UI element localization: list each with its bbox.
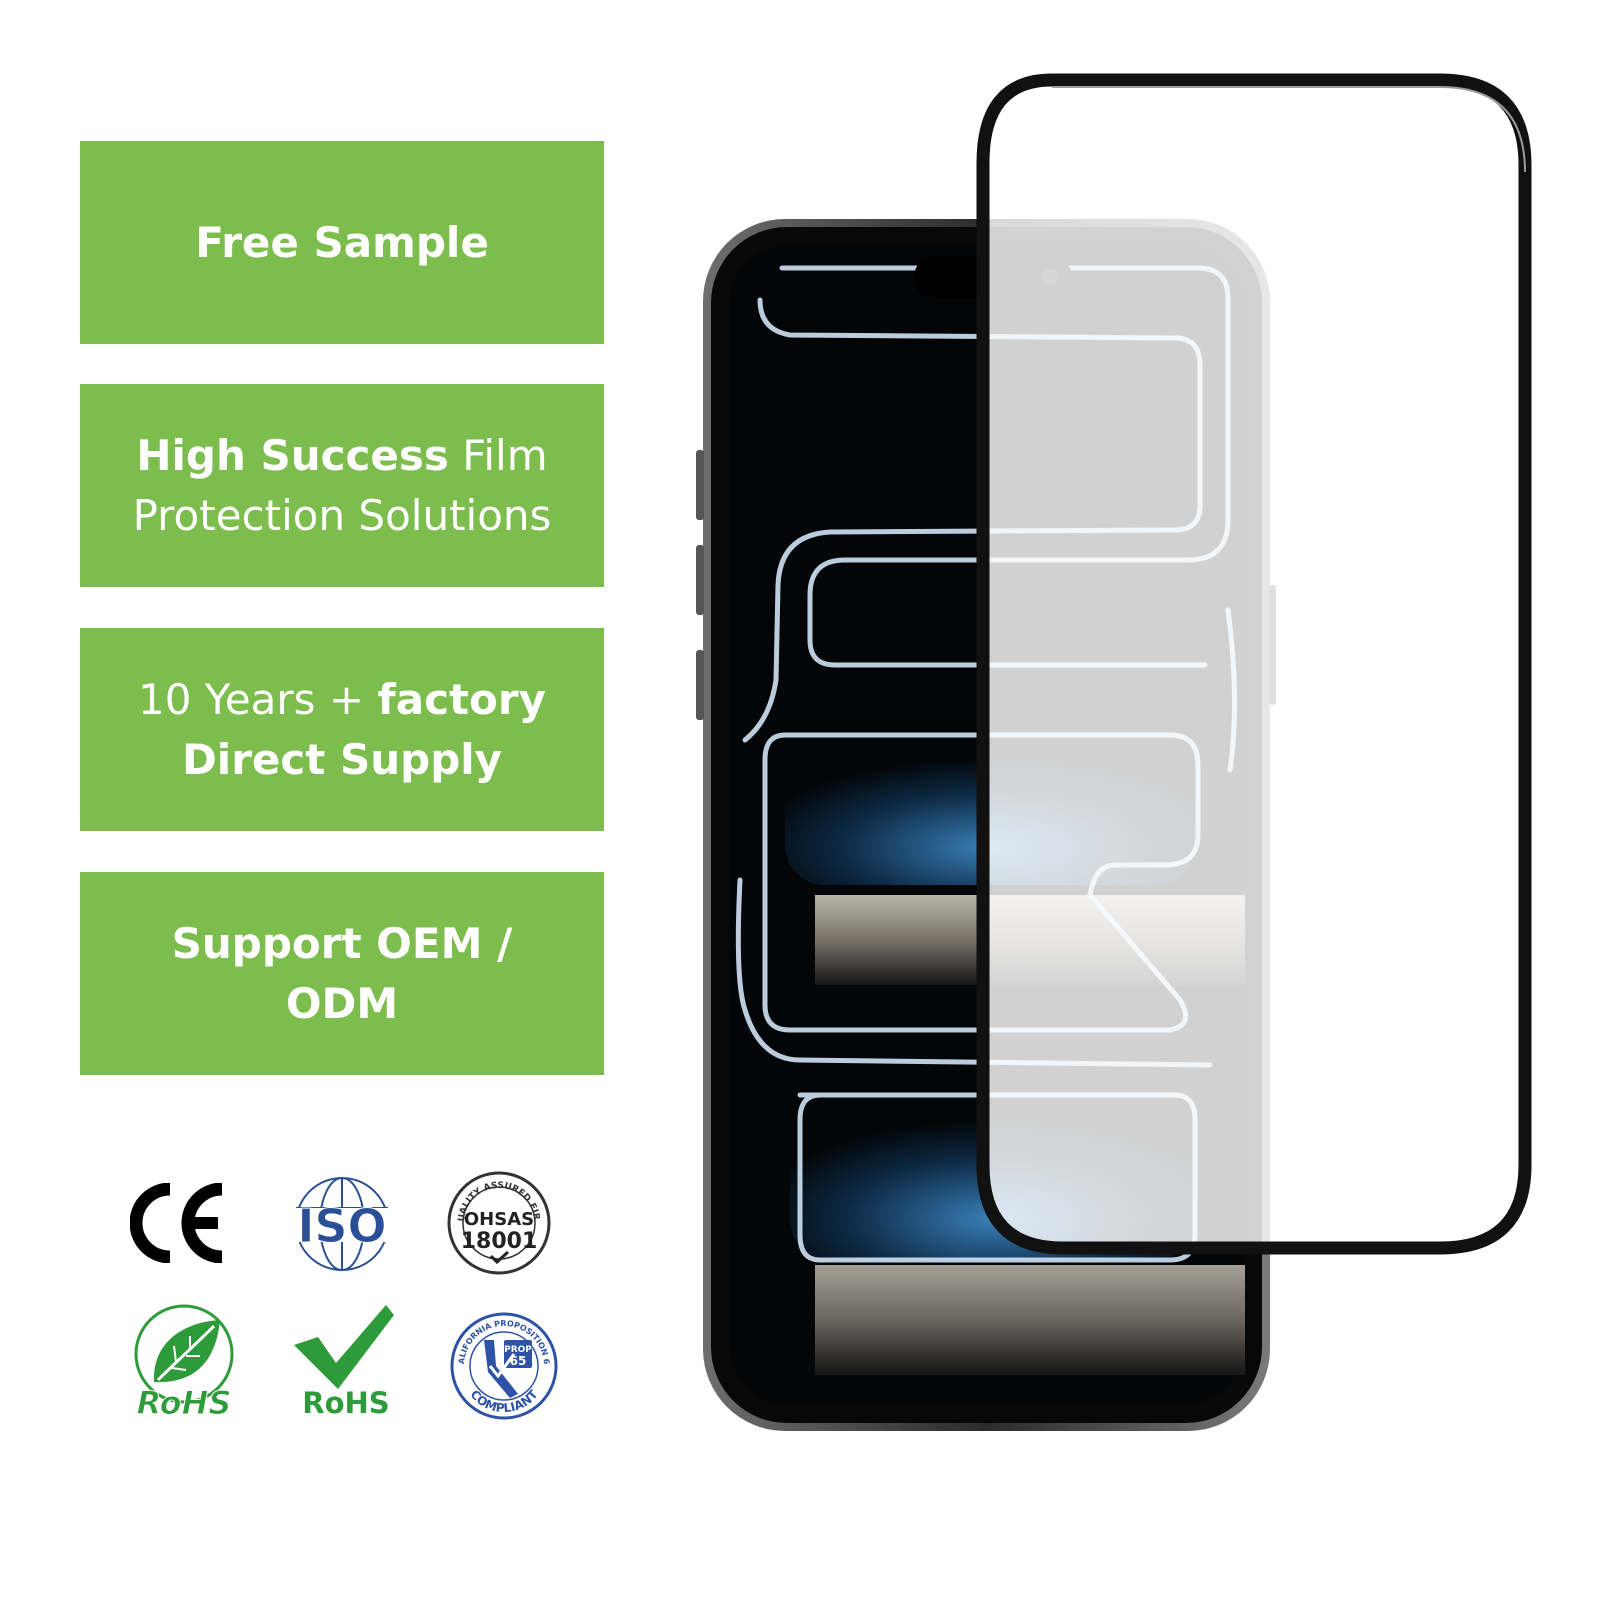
- svg-text:ISO: ISO: [297, 1199, 386, 1253]
- feature-text: Film: [448, 430, 548, 480]
- screen-protector-glass: [976, 73, 1532, 1255]
- prop65-seal-icon: CALIFORNIA PROPOSITION 65 COMPLIANT PROP…: [448, 1310, 558, 1420]
- feature-high-success: High Success Film Protection Solutions: [80, 384, 604, 587]
- feature-text: Support OEM /: [171, 918, 513, 968]
- feature-text: Direct Supply: [181, 734, 503, 784]
- feature-text: Protection Solutions: [132, 490, 552, 540]
- feature-oem-odm: Support OEM / ODM: [80, 872, 604, 1075]
- phone-illustration: [696, 73, 1532, 1431]
- svg-text:65: 65: [510, 1354, 527, 1368]
- rohs-leaf-icon: RoHS: [134, 1304, 234, 1420]
- feature-text: factory: [377, 674, 547, 724]
- ce-mark-icon: [130, 1183, 223, 1263]
- iso-logo-icon: ISO: [280, 1177, 404, 1271]
- feature-line: ODM: [286, 974, 398, 1034]
- feature-line: 10 Years + factory: [138, 670, 546, 730]
- svg-text:OHSAS: OHSAS: [464, 1209, 534, 1230]
- feature-text: 10 Years +: [137, 674, 378, 724]
- svg-text:18001: 18001: [461, 1229, 538, 1254]
- feature-line: Support OEM /: [172, 914, 513, 974]
- feature-free-sample: Free Sample: [80, 141, 604, 344]
- feature-line: High Success Film: [136, 426, 547, 486]
- ohsas-18001-seal-icon: QUALITY ASSURED FIRM OHSAS 18001: [446, 1170, 551, 1275]
- svg-text:PROP: PROP: [504, 1345, 532, 1355]
- rohs-check-icon: RoHS: [294, 1305, 394, 1417]
- feature-text: High Success: [136, 430, 449, 480]
- feature-line: Protection Solutions: [133, 486, 552, 546]
- feature-line: Free Sample: [195, 213, 489, 273]
- feature-factory-supply: 10 Years + factory Direct Supply: [80, 628, 604, 831]
- feature-text: ODM: [285, 978, 399, 1028]
- svg-text:RoHS: RoHS: [302, 1386, 389, 1417]
- feature-text: Free Sample: [195, 217, 489, 267]
- feature-line: Direct Supply: [182, 730, 502, 790]
- svg-text:RoHS: RoHS: [137, 1384, 232, 1420]
